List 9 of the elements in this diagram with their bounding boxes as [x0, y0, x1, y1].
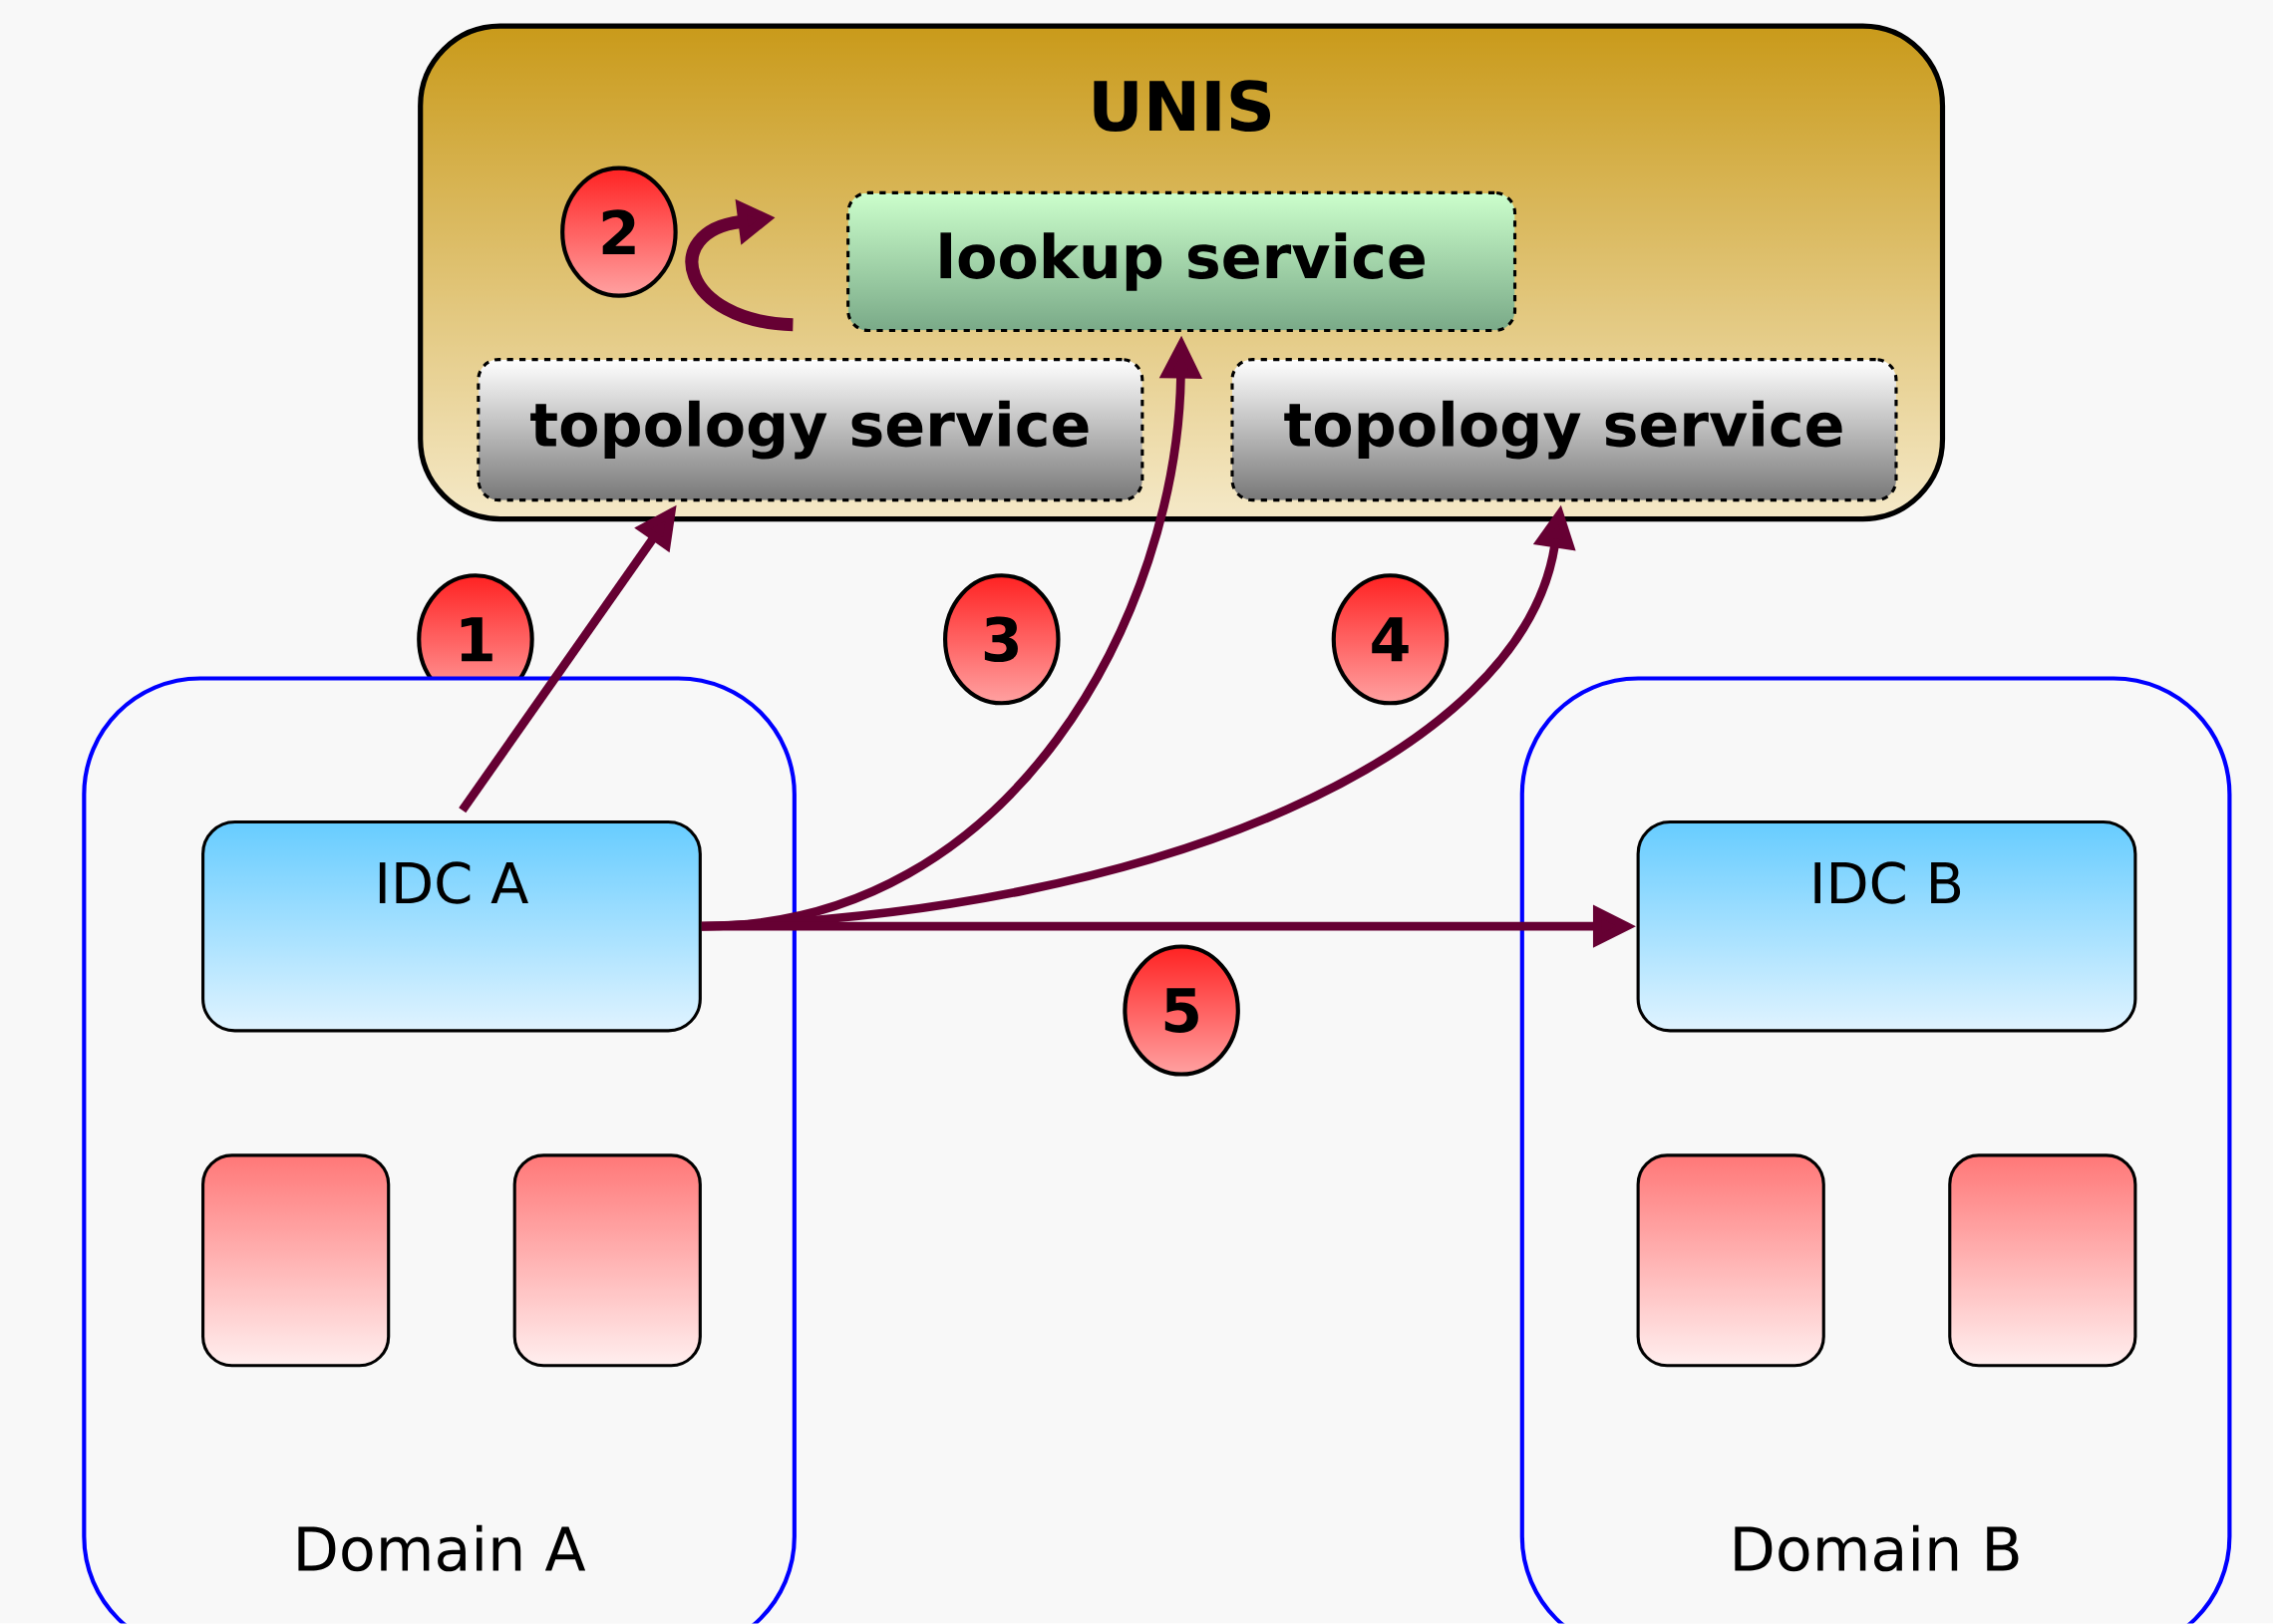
- idc-box: IDC A: [201, 820, 702, 1033]
- host-box: [201, 1153, 391, 1368]
- idc-box: IDC B: [1636, 820, 2137, 1033]
- host-box: [512, 1153, 702, 1368]
- host-box: [1636, 1153, 1825, 1368]
- host-box: [1948, 1153, 2137, 1368]
- service-box: lookup service: [846, 191, 1517, 333]
- service-box: topology service: [477, 358, 1144, 502]
- service-box: topology service: [1230, 358, 1898, 502]
